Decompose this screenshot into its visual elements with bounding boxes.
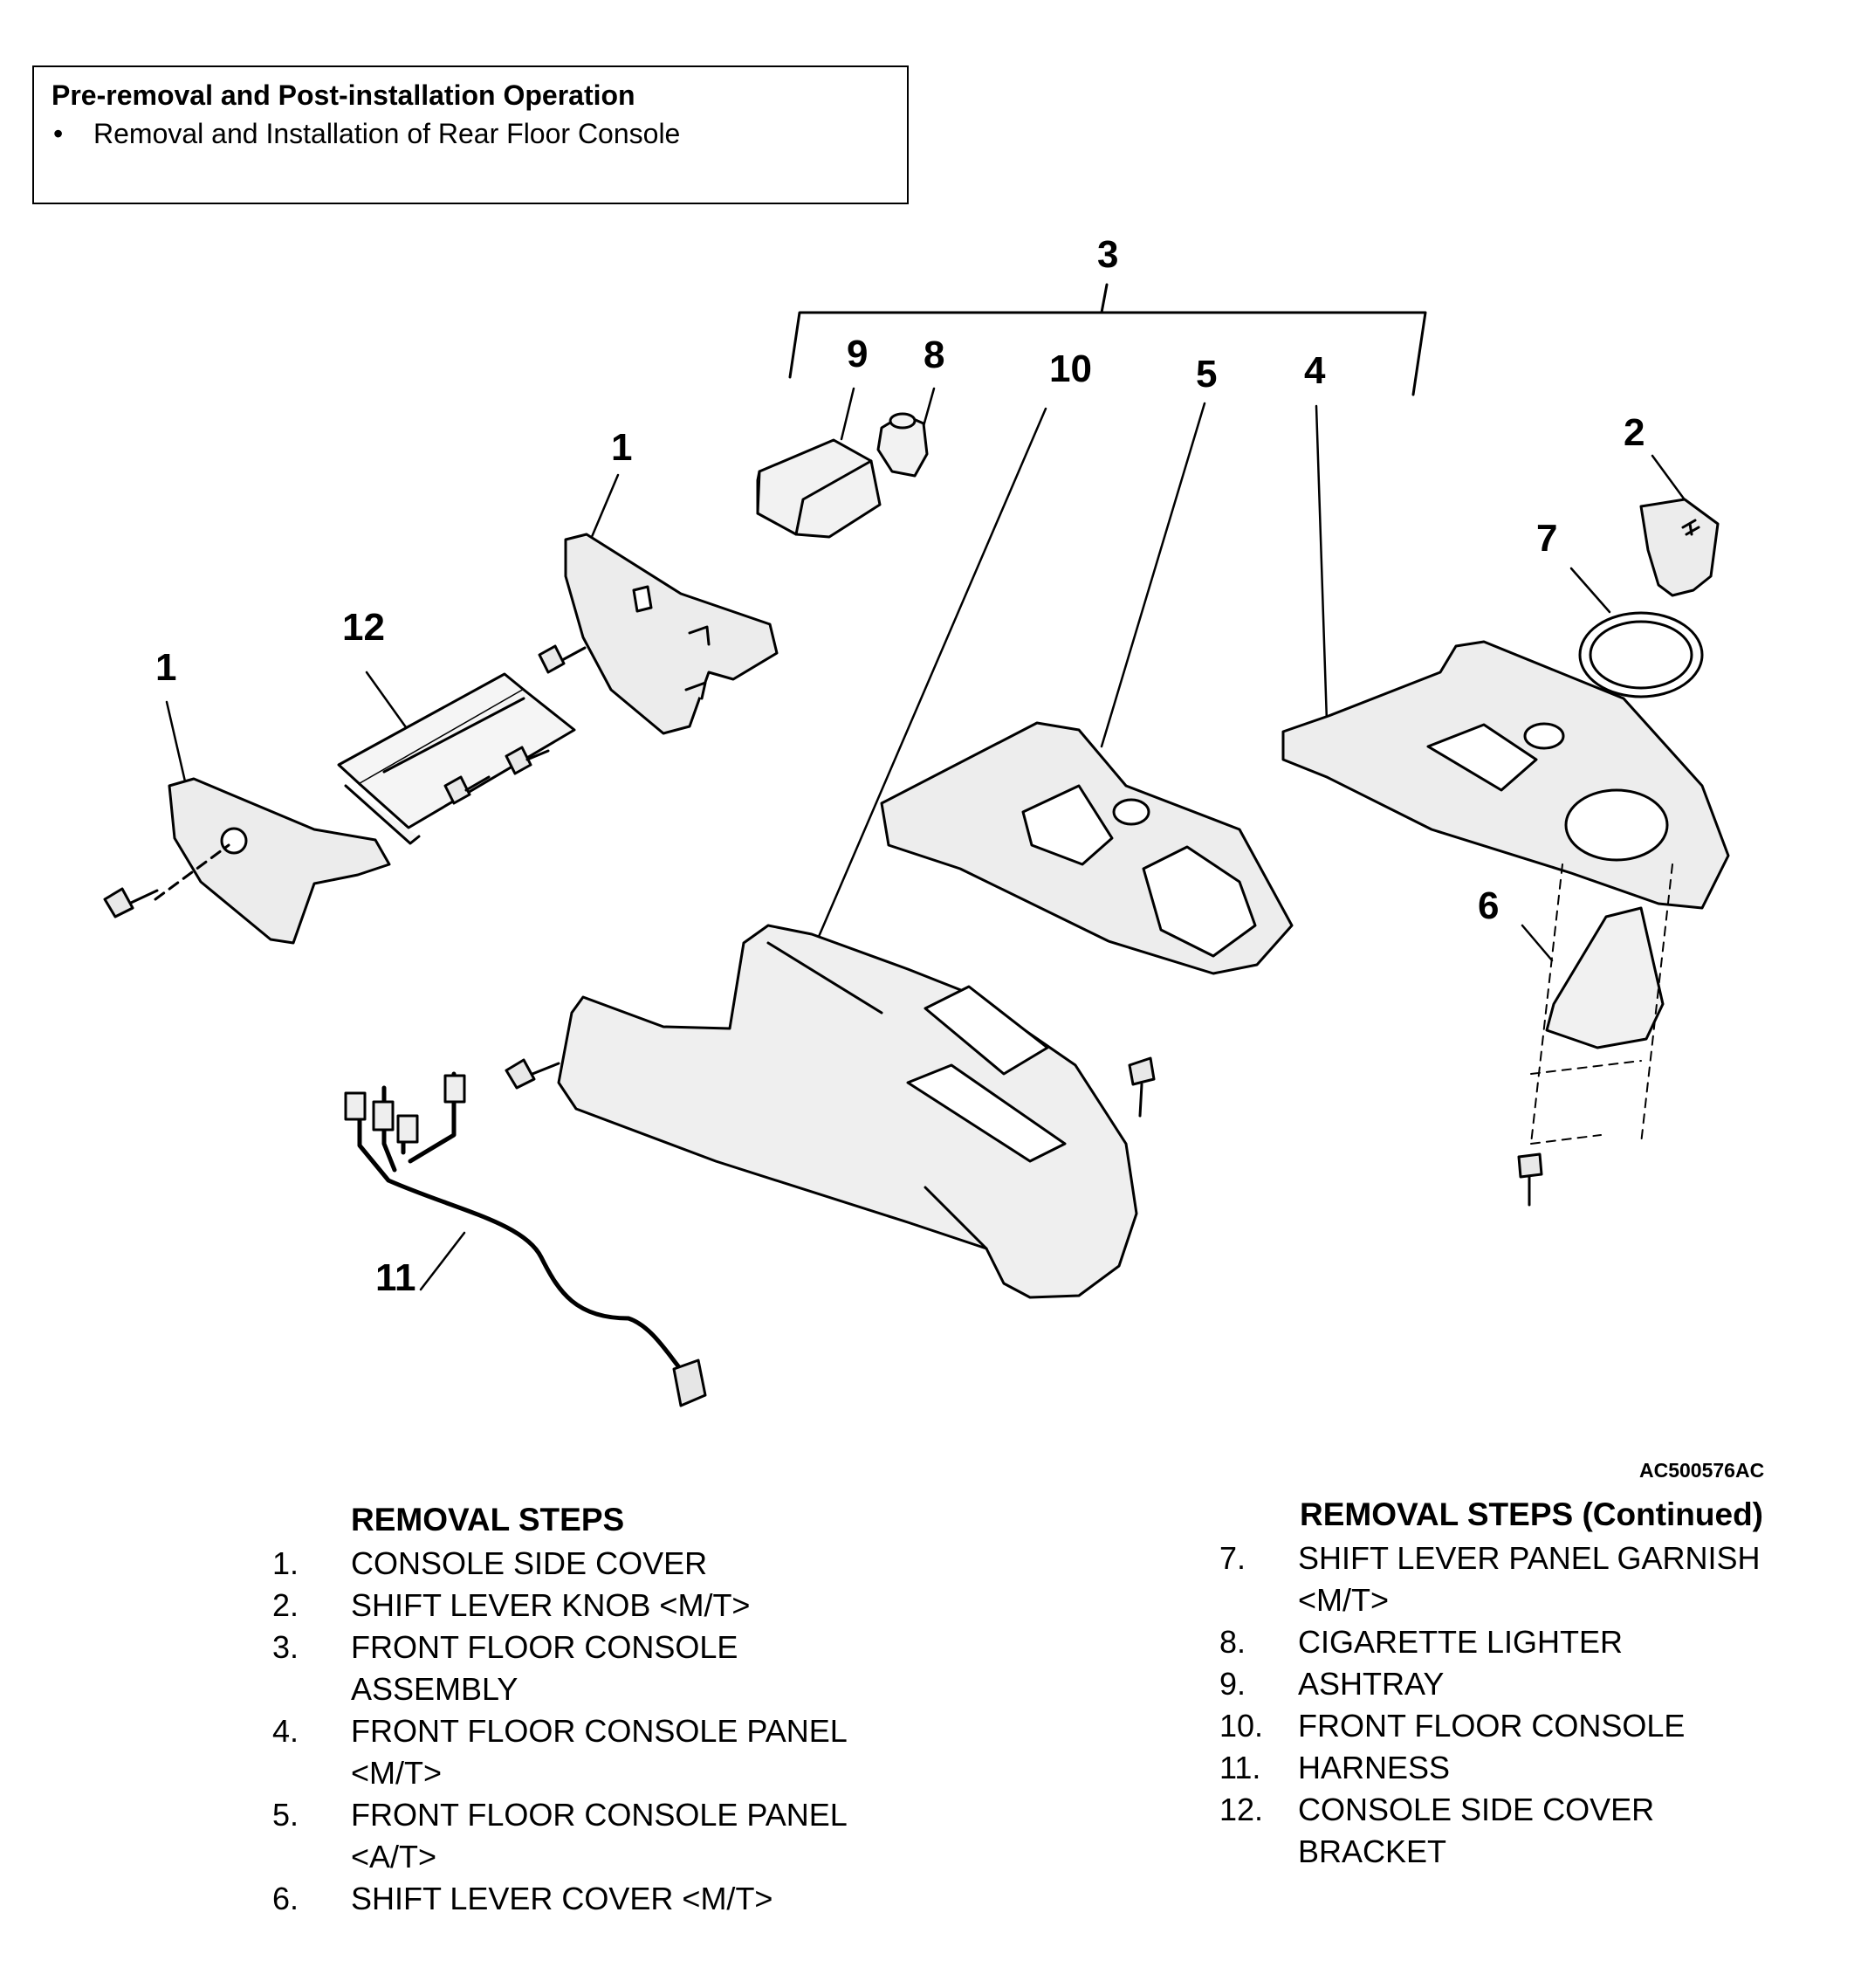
step-text: SHIFT LEVER KNOB <M/T> <box>351 1587 751 1623</box>
step-item: 10. FRONT FLOOR CONSOLE <box>1219 1705 1763 1747</box>
console-panel-at <box>880 721 1294 975</box>
step-text: CONSOLE SIDE COVER BRACKET <box>1298 1792 1655 1869</box>
step-text: CIGARETTE LIGHTER <box>1298 1624 1624 1660</box>
step-item: 3. FRONT FLOOR CONSOLE ASSEMBLY <box>272 1627 848 1710</box>
step-number: 11. <box>1219 1750 1261 1785</box>
step-text: ASHTRAY <box>1298 1666 1445 1702</box>
step-number: 12. <box>1219 1792 1264 1827</box>
garnish-ring <box>1578 611 1704 698</box>
removal-steps-left: REMOVAL STEPS 1. CONSOLE SIDE COVER 2. SHI… <box>272 1499 848 1920</box>
side-cover-bracket <box>337 672 576 845</box>
step-number: 8. <box>1219 1624 1246 1660</box>
screw-parts <box>103 644 587 1090</box>
callout-6: 6 <box>1478 884 1500 927</box>
step-text: CONSOLE SIDE COVER <box>351 1545 708 1581</box>
step-item: 9. ASHTRAY <box>1219 1663 1763 1705</box>
step-number: 6. <box>272 1881 299 1916</box>
preop-box: Pre-removal and Post-installation Operat… <box>32 65 909 204</box>
callout-7: 7 <box>1536 517 1558 560</box>
shift-knob <box>1639 498 1720 597</box>
step-text: FRONT FLOOR CONSOLE PANEL <A/T> <box>351 1797 848 1874</box>
step-item: 6. SHIFT LEVER COVER <M/T> <box>272 1878 848 1920</box>
step-text: SHIFT LEVER PANEL GARNISH <M/T> <box>1298 1540 1761 1618</box>
step-number: 5. <box>272 1797 299 1833</box>
preop-title: Pre-removal and Post-installation Operat… <box>52 79 635 111</box>
callout-1-upper: 1 <box>611 426 633 469</box>
preop-item-text: Removal and Installation of Rear Floor C… <box>93 118 681 149</box>
callout-12: 12 <box>342 606 385 649</box>
step-text: HARNESS <box>1298 1750 1451 1785</box>
screw-lower-right <box>1128 1056 1543 1207</box>
leader-lines <box>165 387 1693 1291</box>
shift-lever-cover <box>1545 906 1665 1049</box>
step-number: 9. <box>1219 1666 1246 1702</box>
steps-heading-continued: REMOVAL STEPS (Continued) <box>1300 1496 1764 1532</box>
steps-heading: REMOVAL STEPS <box>351 1502 625 1537</box>
step-item: 8. CIGARETTE LIGHTER <box>1219 1621 1763 1663</box>
callout-5: 5 <box>1196 353 1218 396</box>
step-number: 1. <box>272 1545 299 1581</box>
callout-10: 10 <box>1049 347 1092 390</box>
step-number: 2. <box>272 1587 299 1623</box>
step-text: FRONT FLOOR CONSOLE <box>1298 1708 1686 1744</box>
step-number: 4. <box>272 1713 299 1749</box>
step-item: 1. CONSOLE SIDE COVER <box>272 1543 848 1585</box>
console-panel-mt <box>1281 640 1730 910</box>
side-cover-lower <box>154 777 391 945</box>
callout-11: 11 <box>375 1256 416 1299</box>
step-text: FRONT FLOOR CONSOLE ASSEMBLY <box>351 1629 738 1707</box>
step-item: 12. CONSOLE SIDE COVER BRACKET <box>1219 1789 1763 1873</box>
bullet-icon: • <box>53 118 64 149</box>
harness <box>344 1071 707 1407</box>
step-text: FRONT FLOOR CONSOLE PANEL <M/T> <box>351 1713 848 1791</box>
callout-4: 4 <box>1304 349 1326 392</box>
callout-3: 3 <box>1097 233 1119 276</box>
front-floor-console <box>557 924 1138 1299</box>
step-item: 5. FRONT FLOOR CONSOLE PANEL <A/T> <box>272 1794 848 1878</box>
guide-lines <box>1530 863 1673 1145</box>
callout-8: 8 <box>924 334 945 376</box>
step-text: SHIFT LEVER COVER <M/T> <box>351 1881 773 1916</box>
assembly-bracket <box>788 283 1427 396</box>
step-item: 11. HARNESS <box>1219 1747 1763 1789</box>
ashtray-part <box>756 438 882 539</box>
step-number: 3. <box>272 1629 299 1665</box>
removal-steps-right: REMOVAL STEPS (Continued) 7. SHIFT LEVER … <box>1219 1494 1763 1873</box>
callout-9: 9 <box>847 333 869 375</box>
callout-2: 2 <box>1624 411 1645 454</box>
step-item: 7. SHIFT LEVER PANEL GARNISH <M/T> <box>1219 1537 1763 1621</box>
figure-id: AC500576AC <box>1639 1459 1765 1482</box>
lighter-part <box>876 412 929 478</box>
callout-1-lower: 1 <box>155 646 177 689</box>
step-item: 4. FRONT FLOOR CONSOLE PANEL <M/T> <box>272 1710 848 1794</box>
step-number: 7. <box>1219 1540 1246 1576</box>
preop-item: • Removal and Installation of Rear Floor … <box>53 118 680 150</box>
step-number: 10. <box>1219 1708 1264 1744</box>
side-cover-upper <box>564 533 779 735</box>
step-item: 2. SHIFT LEVER KNOB <M/T> <box>272 1585 848 1627</box>
